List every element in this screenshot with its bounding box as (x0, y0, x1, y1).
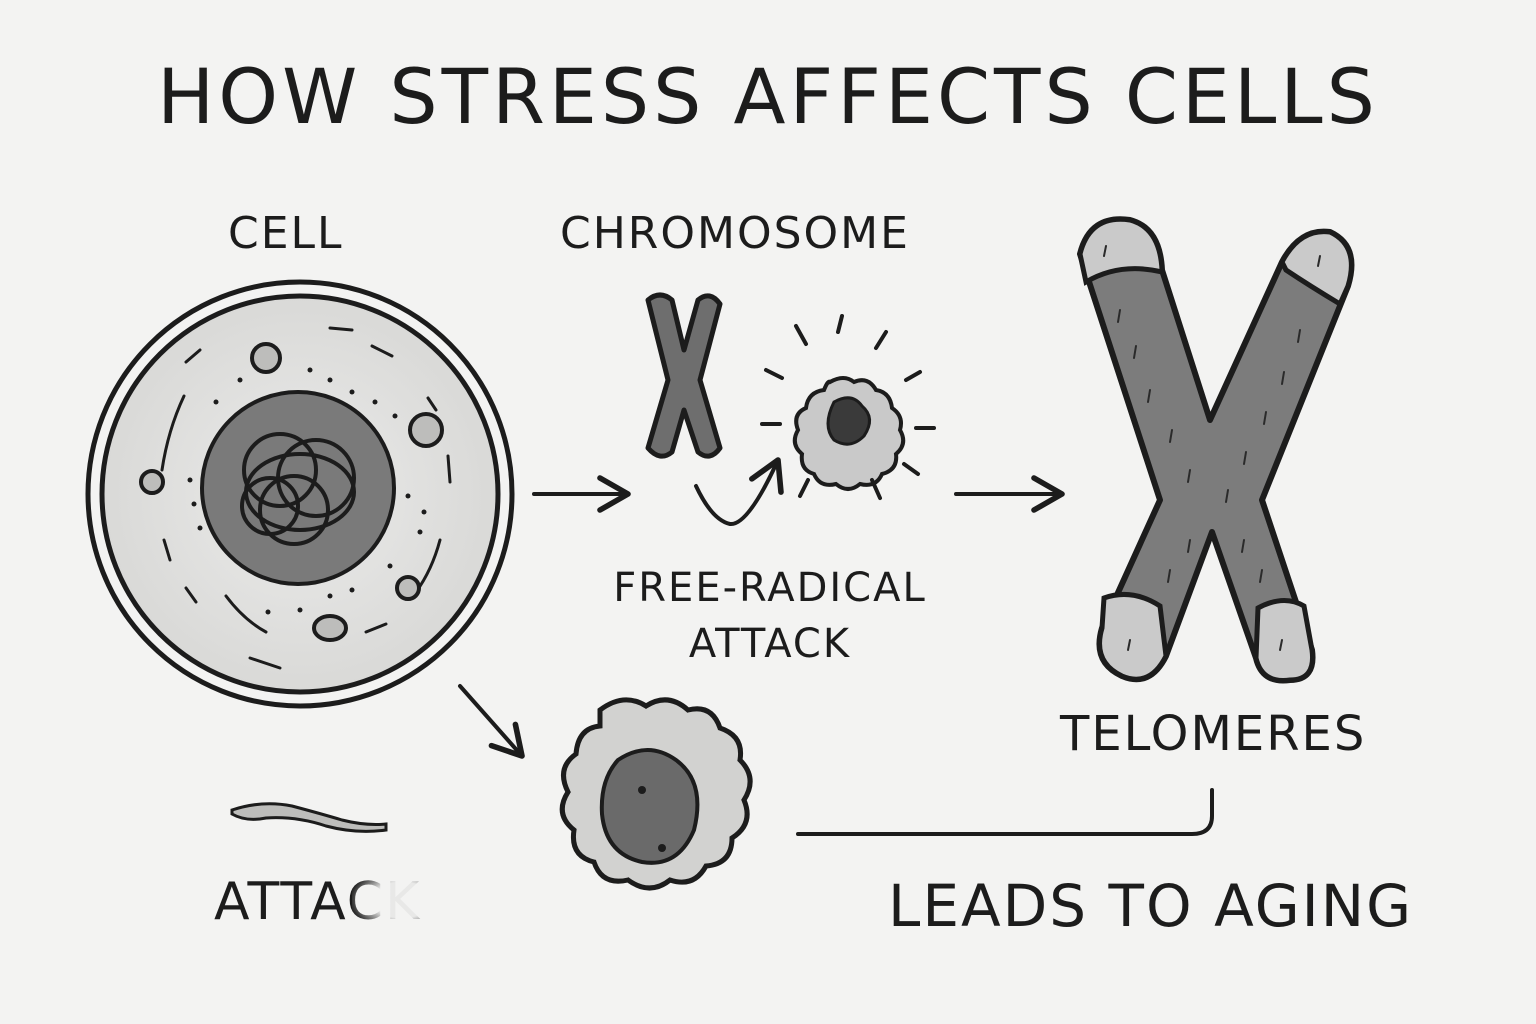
arrow-cell-to-damaged-cell (458, 684, 525, 759)
telomere-bottom-right (1253, 598, 1316, 684)
chromatin (240, 432, 356, 546)
cytoplasm-marks (160, 326, 452, 670)
telomeres-label: TELOMERES (1060, 706, 1367, 762)
nucleus (200, 390, 396, 586)
damaged-cell (559, 697, 753, 891)
free-radical (760, 314, 936, 500)
torn-smudge (230, 802, 388, 833)
large-chromosome (1077, 216, 1355, 684)
free-radical-label: FREE-RADICAL ATTACK (613, 565, 927, 667)
attack-curve-arrow (694, 457, 784, 526)
chromosome-texture (1103, 245, 1321, 651)
cell-label: CELL (228, 208, 344, 259)
page-title: HOW STRESS AFFECTS CELLS (157, 52, 1379, 141)
aging-label: LEADS TO AGING (888, 872, 1414, 940)
label-erasure-smudge (352, 868, 452, 932)
telomere-connector-line (796, 788, 1214, 836)
organelles (139, 342, 444, 642)
chromosome-label: CHROMOSOME (560, 208, 910, 259)
small-chromosome (645, 292, 723, 459)
radiating-lines (760, 314, 936, 500)
telomere-top-right (1279, 229, 1354, 308)
telomere-top-left (1077, 216, 1165, 286)
telomere-caps (1077, 216, 1354, 684)
cell-illustration (85, 279, 515, 709)
cytoplasm-dots (187, 367, 427, 615)
telomere-bottom-left (1097, 591, 1169, 682)
